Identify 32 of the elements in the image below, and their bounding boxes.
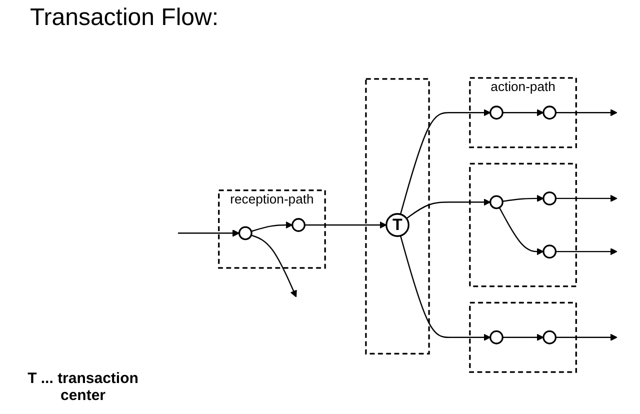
arrow <box>556 334 618 341</box>
node-circle <box>542 330 557 344</box>
node-circle <box>490 106 504 120</box>
node-circle <box>542 106 557 120</box>
cluster: action-path <box>469 77 577 148</box>
diagram-title: Transaction Flow: <box>30 4 219 32</box>
cluster: reception-path <box>218 189 326 269</box>
arrow <box>400 236 491 341</box>
arrow <box>406 198 491 219</box>
cluster <box>365 78 430 355</box>
arrow <box>502 109 544 116</box>
arrow <box>556 194 618 202</box>
node-circle <box>238 226 252 240</box>
arrow <box>178 230 240 237</box>
arrow <box>556 109 618 116</box>
cluster <box>469 302 577 373</box>
node-circle <box>490 330 504 344</box>
node-circle: T <box>386 213 410 237</box>
arrow <box>251 234 297 298</box>
arrow <box>251 221 293 232</box>
node-circle <box>542 192 557 206</box>
note-text: T ... transaction center <box>26 370 140 404</box>
arrow <box>498 207 544 256</box>
arrow <box>304 221 387 229</box>
node-circle <box>542 244 557 258</box>
arrow <box>400 109 491 214</box>
node-circle <box>490 195 504 210</box>
cluster <box>469 162 577 288</box>
arrow <box>502 334 544 341</box>
arrow <box>502 194 544 202</box>
node-circle <box>292 218 306 232</box>
arrow <box>556 248 618 256</box>
